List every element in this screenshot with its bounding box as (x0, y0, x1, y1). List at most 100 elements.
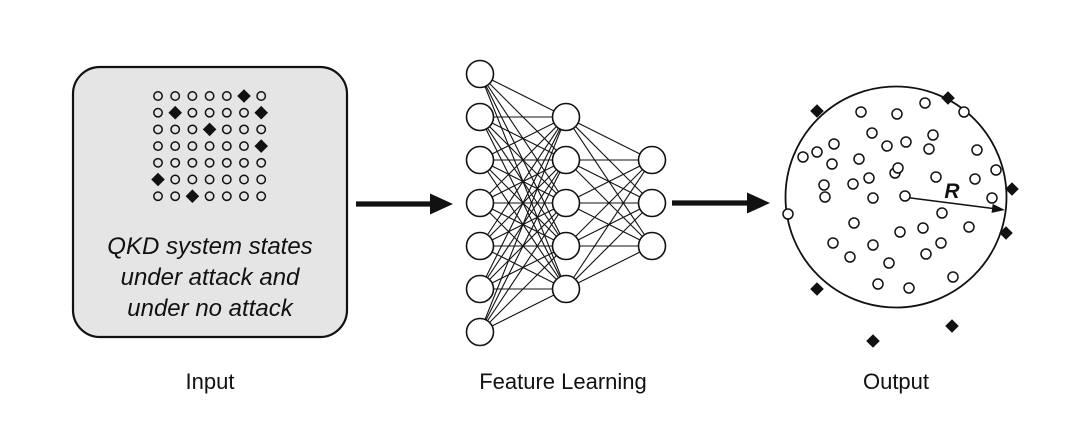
normal-point (811, 146, 823, 158)
nn-node (551, 188, 581, 218)
normal-state-circle (221, 157, 232, 168)
normal-state-circle (221, 191, 232, 202)
input-caption-line: under attack and (120, 264, 300, 291)
normal-point (971, 144, 983, 156)
normal-point (827, 237, 839, 249)
input-label: Input (185, 369, 235, 394)
nn-node (465, 317, 495, 347)
attack-point (999, 226, 1013, 240)
attack-point (941, 91, 955, 105)
normal-state-circle (204, 141, 215, 152)
normal-point (969, 173, 981, 185)
normal-point (919, 97, 931, 109)
attack-point (945, 319, 959, 333)
input-caption-line: QKD system states (107, 233, 313, 260)
normal-point (818, 179, 830, 191)
attack-state-diamond (254, 139, 268, 153)
nn-edge (479, 116, 567, 247)
normal-point (797, 151, 809, 163)
attack-state-diamond (202, 122, 217, 137)
nn-node (551, 102, 581, 132)
nn-edge (479, 73, 567, 118)
normal-point (920, 248, 932, 260)
normal-state-circle (170, 91, 181, 101)
normal-point (853, 153, 865, 165)
normal-state-circle (221, 141, 232, 152)
normal-state-circle (204, 157, 215, 168)
normal-point (963, 221, 975, 233)
nn-node (465, 188, 495, 218)
normal-point (990, 164, 1002, 176)
radius-label: R (944, 180, 960, 203)
nn-edge (565, 159, 653, 290)
nn-edge (479, 116, 567, 161)
normal-point (917, 222, 929, 234)
normal-state-circle (153, 141, 163, 152)
nn-node (551, 231, 581, 261)
normal-point (930, 171, 942, 183)
nn-node (637, 145, 667, 175)
normal-point (828, 138, 840, 150)
normal-point (881, 140, 893, 152)
nn-node (465, 145, 495, 175)
normal-state-circle (239, 157, 249, 168)
nn-edge (479, 116, 567, 204)
normal-point (819, 191, 831, 203)
normal-state-circle (187, 174, 198, 185)
nn-nodes (465, 59, 667, 347)
normal-point (903, 282, 915, 294)
nn-edge (565, 159, 653, 204)
nn-edge (565, 202, 653, 290)
feature-learning-label: Feature Learning (479, 369, 647, 394)
normal-state-circle (187, 91, 198, 101)
input-box (71, 65, 349, 339)
input-caption-line: under no attack (127, 295, 293, 322)
flow-arrow (356, 193, 453, 215)
normal-state-circle (256, 91, 267, 101)
normal-state-circle (170, 141, 181, 152)
attack-state-diamond (168, 105, 182, 120)
normal-point (892, 162, 904, 174)
normal-point (947, 271, 959, 283)
normal-state-circle (187, 157, 198, 168)
normal-point (883, 257, 895, 269)
nn-node (465, 231, 495, 261)
normal-point (986, 192, 998, 204)
normal-state-circle (221, 91, 232, 101)
nn-node (465, 59, 495, 89)
nn-edge (565, 159, 653, 247)
normal-state-circle (170, 174, 181, 185)
attack-state-diamond (151, 172, 165, 187)
normal-state-circle (221, 107, 232, 118)
normal-state-circle (153, 191, 163, 202)
normal-point (867, 192, 879, 204)
normal-point (927, 129, 939, 141)
output-label: Output (862, 369, 930, 394)
normal-point (891, 108, 903, 120)
nn-edge (565, 116, 653, 161)
normal-point (847, 178, 859, 190)
normal-state-circle (187, 141, 198, 152)
attack-point (810, 282, 824, 296)
normal-state-circle (153, 107, 163, 118)
normal-point (848, 217, 860, 229)
nn-node (551, 145, 581, 175)
nn-node (465, 274, 495, 304)
attack-state-diamond (185, 189, 200, 203)
normal-state-circle (187, 107, 198, 118)
normal-state-circle (170, 157, 181, 168)
normal-state-circle (256, 174, 267, 185)
normal-point (900, 136, 912, 148)
attack-state-diamond (254, 105, 268, 120)
normal-state-circle (256, 124, 267, 135)
normal-point (923, 143, 935, 155)
attack-point (810, 104, 824, 118)
normal-state-circle (239, 191, 249, 202)
normal-point (872, 278, 884, 290)
nn-edge (479, 288, 567, 333)
normal-point (958, 106, 970, 118)
normal-state-circle (170, 191, 181, 202)
flow-arrow (672, 192, 770, 214)
